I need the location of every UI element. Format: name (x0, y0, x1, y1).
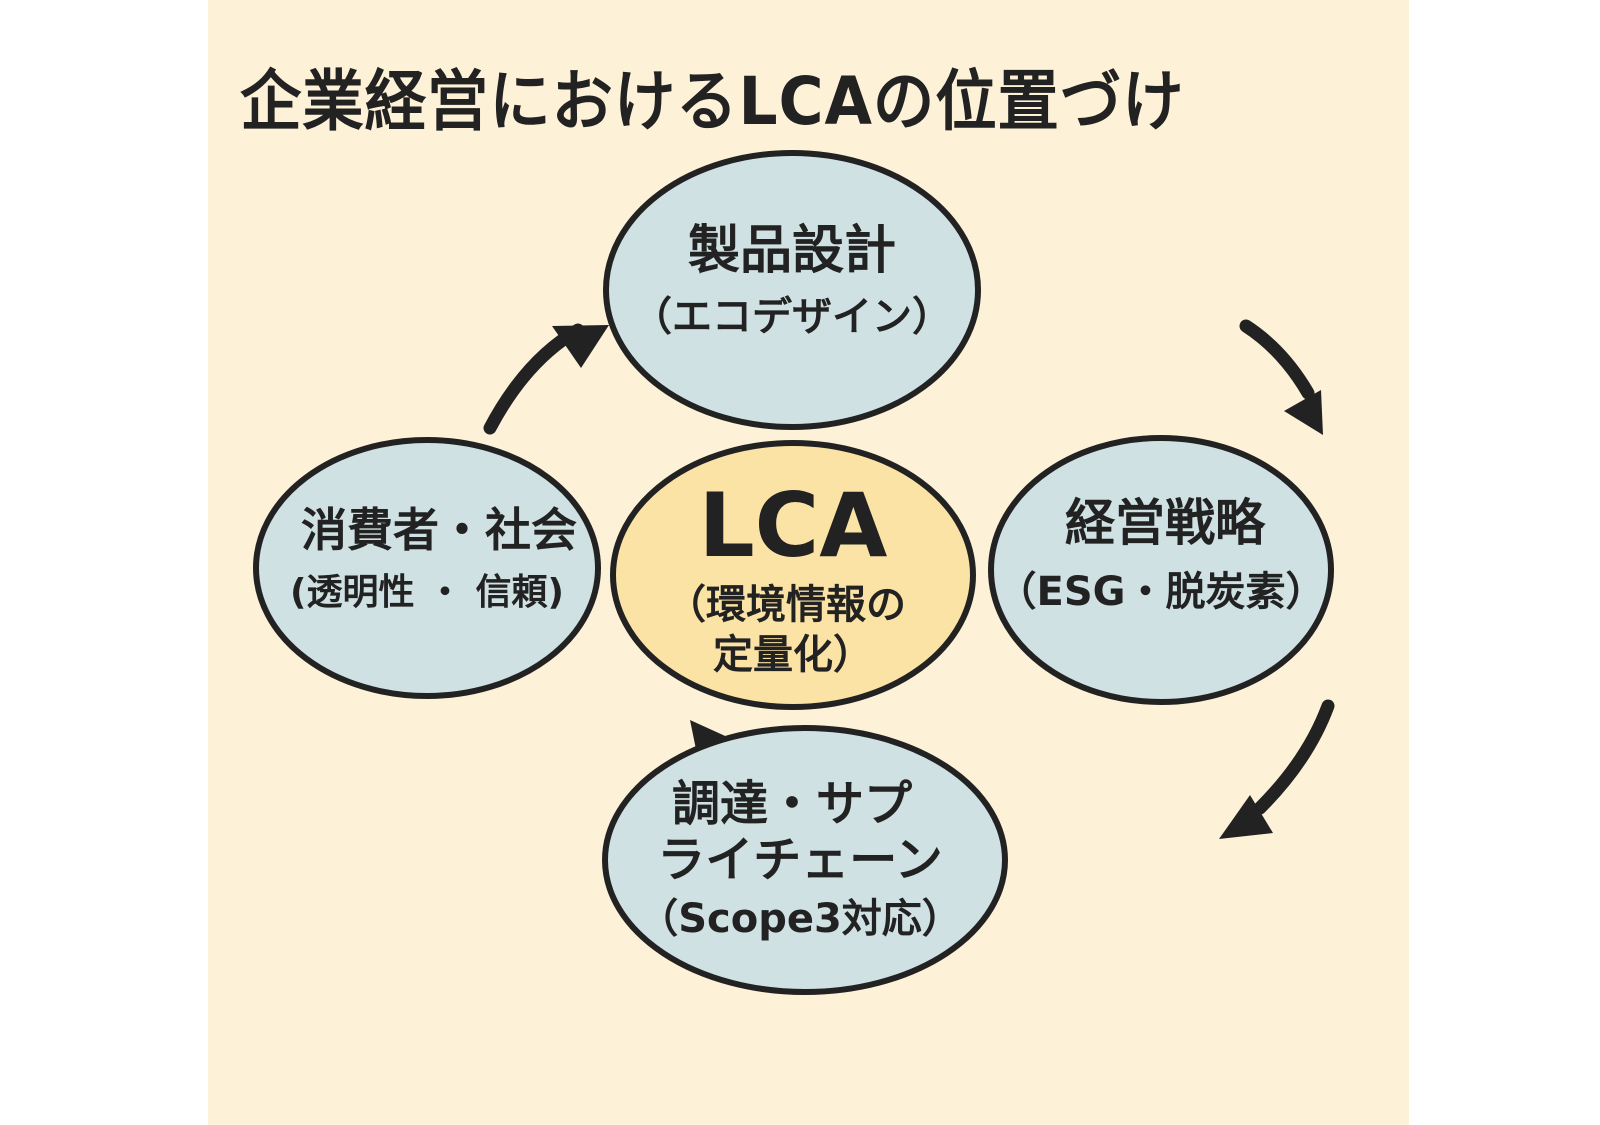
node-product-design: 製品設計 （エコデザイン） (603, 150, 981, 430)
diagram-title: 企業経営におけるLCAの位置づけ (240, 63, 1185, 140)
node-consumer-society: 消費者・社会 (透明性 ・ 信頼) (253, 437, 601, 699)
center-line-2: （環境情報の (666, 582, 906, 628)
node-procurement-supply-chain: 調達・サプ ライチェーン （Scope3対応） (602, 725, 1008, 995)
node-lca-center: LCA （環境情報の 定量化） (610, 440, 976, 710)
node-consumer-society-line-1: 消費者・社会 (301, 503, 577, 557)
node-procurement-line-2: ライチェーン (657, 832, 943, 888)
arrow-consumer-to-product (483, 323, 609, 435)
node-procurement-line-1: 調達・サプ (672, 776, 912, 832)
node-management-strategy-line-2: （ESG・脱炭素） (997, 569, 1326, 615)
center-title: LCA (699, 474, 888, 577)
node-product-design-line-1: 製品設計 (688, 221, 896, 281)
node-management-strategy-line-1: 経営戦略 (1065, 494, 1266, 552)
arrow-strategy-to-procurement (1219, 699, 1335, 839)
node-product-design-line-2: （エコデザイン） (632, 294, 952, 340)
diagram-panel: 企業経営におけるLCAの位置づけ (208, 0, 1409, 1125)
arrow-product-to-strategy (1239, 319, 1323, 435)
node-consumer-society-line-2: (透明性 ・ 信頼) (290, 572, 564, 613)
node-management-strategy: 経営戦略 （ESG・脱炭素） (988, 435, 1334, 705)
center-line-3: 定量化） (713, 632, 873, 678)
lca-cycle-diagram: 製品設計 （エコデザイン） 消費者・社会 (透明性 ・ 信頼) LCA （環境情… (253, 150, 1335, 995)
node-procurement-line-3: （Scope3対応） (638, 896, 962, 942)
